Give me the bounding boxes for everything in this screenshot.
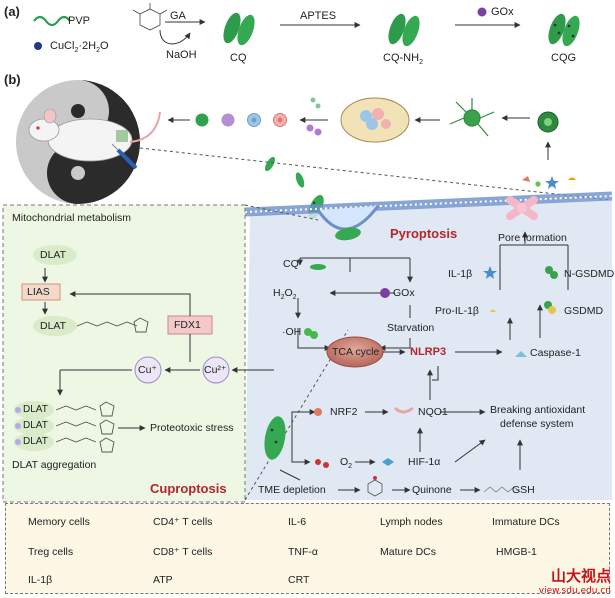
- cq-nh2-leaves-icon: [388, 13, 420, 47]
- mito-title: Mitochondrial metabolism: [12, 212, 132, 224]
- il1b-label: IL-1β: [448, 268, 473, 280]
- pvp-wave-icon: [33, 15, 71, 27]
- aptes-label: APTES: [300, 10, 337, 22]
- legend-atp: ATP: [153, 574, 173, 586]
- gsdmd-label: GSDMD: [564, 305, 604, 317]
- breaking-label: Breaking antioxidant: [490, 404, 586, 416]
- dlat-label-2: DLAT: [40, 320, 67, 332]
- n-gsdmd-label: N-GSDMD: [564, 268, 615, 280]
- defense-label: defense system: [500, 418, 574, 430]
- cucl2-dot-icon: [34, 42, 42, 50]
- nlrp3-label: NLRP3: [410, 346, 447, 358]
- dlat-agg-3: DLAT: [23, 436, 48, 447]
- cell-membrane: [244, 191, 613, 217]
- tca-label: TCA cycle: [332, 346, 380, 358]
- legend-crt: CRT: [288, 574, 310, 586]
- immature-dc-icon: [537, 111, 559, 133]
- quinone-label: Quinone: [412, 484, 452, 496]
- legend-lymph: Lymph nodes: [380, 516, 443, 528]
- cqg-leaves-icon: [548, 13, 580, 47]
- legend-mature: Mature DCs: [380, 546, 437, 558]
- tme-label: TME depletion: [258, 484, 326, 496]
- nqo1-label: NQO1: [418, 406, 448, 418]
- quinone-molecule-icon: [367, 476, 383, 497]
- cq-cell-label: CQ: [283, 258, 299, 270]
- cu-plus-label: Cu⁺: [138, 364, 157, 376]
- legend-immature: Immature DCs: [492, 516, 560, 528]
- legend-box: [5, 503, 610, 594]
- oh-label: ·OH: [282, 326, 302, 338]
- ga-label: GA: [170, 10, 186, 22]
- o2-label: O2: [340, 456, 353, 471]
- legend-cd4: CD4⁺ T cells: [153, 516, 213, 528]
- pore-formation-label: Pore formation: [498, 232, 567, 244]
- h2o2-label: H2O2: [273, 287, 297, 302]
- cqg-label: CQG: [551, 52, 577, 64]
- legend-hmgb1: HMGB-1: [496, 546, 537, 558]
- dlat-aggregation-label: DLAT aggregation: [12, 459, 97, 471]
- naoh-label: NaOH: [166, 49, 197, 61]
- proteotoxic-label: Proteotoxic stress: [150, 422, 234, 434]
- gox-label: GOx: [491, 6, 514, 18]
- dlat-label-1: DLAT: [40, 249, 67, 261]
- legend-il6: IL-6: [288, 516, 307, 528]
- gsh-molecule-icon: [483, 486, 521, 493]
- gsh-label: GSH: [512, 484, 535, 496]
- cq-product-label: CQ: [230, 52, 247, 64]
- pro-il1b-label: Pro-IL-1β: [435, 305, 479, 317]
- hif-label: HIF-1α: [408, 456, 441, 468]
- immune-cell-row: [195, 113, 287, 127]
- lymph-node-icon: [340, 97, 410, 143]
- panel-a-label: (a): [4, 4, 20, 19]
- legend-treg: Treg cells: [28, 546, 74, 558]
- legend-cd8: CD8⁺ T cells: [153, 546, 213, 558]
- watermark: 山大视点 view.sdu.edu.cn: [539, 565, 611, 596]
- panel-b-label: (b): [4, 72, 21, 87]
- syringe-icon: [111, 143, 138, 170]
- gox-icon: [477, 7, 487, 17]
- pyroptosis-title: Pyroptosis: [390, 226, 458, 241]
- watermark-brand: 山大视点: [550, 567, 611, 585]
- dlat-agg-1: DLAT: [23, 404, 48, 415]
- lias-label: LIAS: [27, 286, 50, 298]
- watermark-url: view.sdu.edu.cn: [538, 586, 611, 596]
- cuproptosis-title: Cuproptosis: [150, 481, 227, 496]
- ga-molecule-icon: [132, 3, 168, 31]
- fdx1-label: FDX1: [174, 319, 201, 331]
- gsdmd-pore-icon: [506, 196, 538, 220]
- caspase1-label: Caspase-1: [530, 347, 581, 359]
- cq-leaves-icon: [223, 12, 255, 46]
- legend-tnf: TNF-α: [288, 546, 318, 558]
- cell-cytoplasm: [245, 200, 612, 500]
- mature-dc-icon: [449, 98, 495, 137]
- cucl2-label: CuCl2·2H2O: [50, 40, 109, 55]
- nrf2-label: NRF2: [330, 406, 358, 418]
- mouse-icon: [28, 108, 161, 162]
- gox-cell-label: GOx: [393, 287, 415, 299]
- legend-memory: Memory cells: [28, 516, 90, 528]
- legend-il1b: IL-1β: [28, 574, 53, 586]
- pvp-label: PVP: [68, 15, 91, 27]
- dlat-agg-2: DLAT: [23, 420, 48, 431]
- cq-nh2-label: CQ-NH2: [383, 52, 423, 67]
- cu-2plus-label: Cu²⁺: [204, 364, 227, 376]
- starvation-label: Starvation: [387, 322, 435, 334]
